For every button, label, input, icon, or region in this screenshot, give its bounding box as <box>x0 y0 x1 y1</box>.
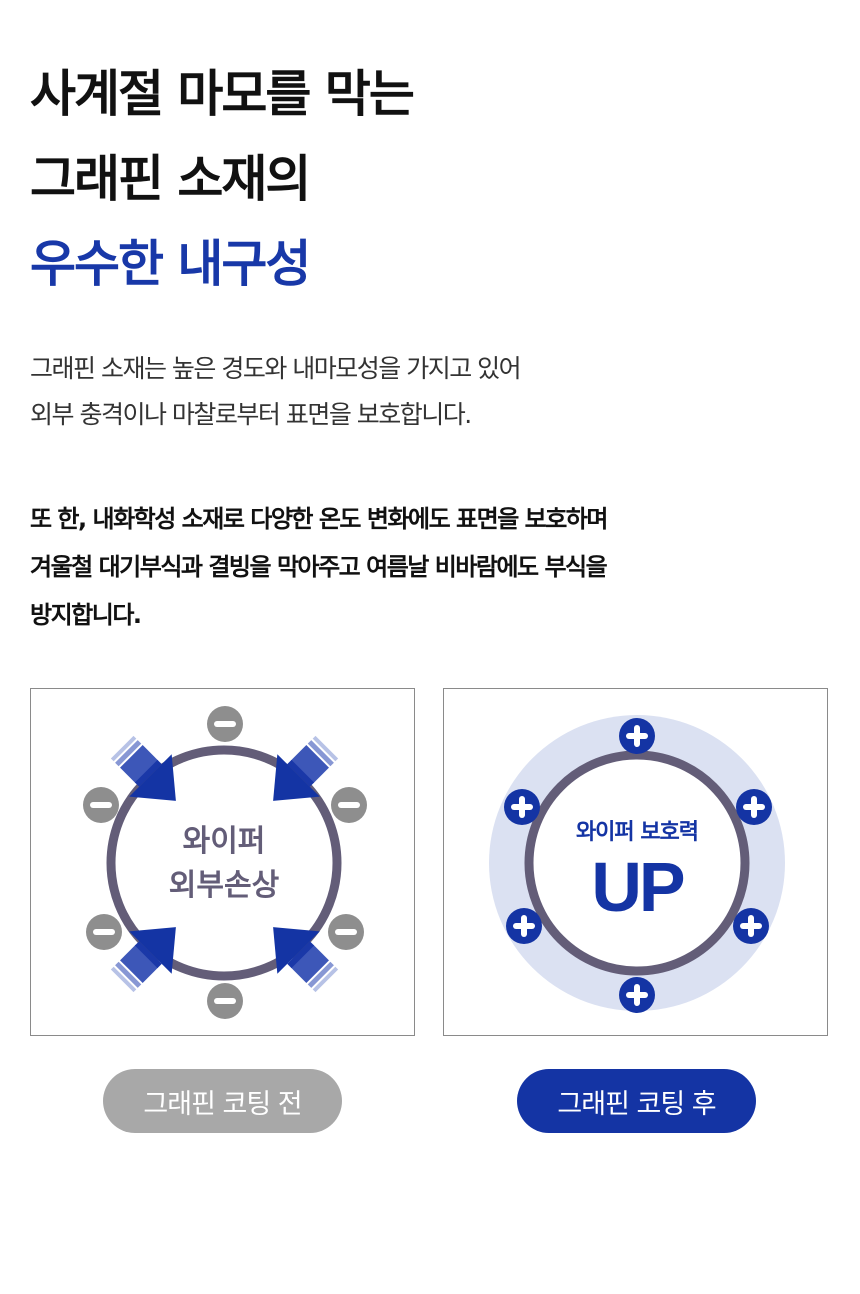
plus-circle-icon <box>619 977 655 1013</box>
description-line-2: 외부 충격이나 마찰로부터 표면을 보호합니다. <box>30 400 472 429</box>
highlight-line-1: 또 한, 내화학성 소재로 다양한 온도 변화에도 표면을 보호하며 <box>30 505 608 533</box>
before-coating-diagram: 와이퍼 외부손상 <box>30 688 415 1036</box>
title-line-1: 사계절 마모를 막는 <box>30 65 415 123</box>
plus-circle-icon <box>733 908 769 944</box>
description: 그래핀 소재는 높은 경도와 내마모성을 가지고 있어 외부 충격이나 마찰로부… <box>30 346 522 438</box>
minus-circle-icon <box>331 787 367 823</box>
highlight-text: 또 한, 내화학성 소재로 다양한 온도 변화에도 표면을 보호하며 겨울철 대… <box>30 495 608 639</box>
before-center-line-2: 외부손상 <box>169 868 280 903</box>
before-center-line-1: 와이퍼 <box>183 824 266 859</box>
plus-circle-icon <box>504 789 540 825</box>
title-line-3: 우수한 내구성 <box>30 235 311 293</box>
wiper-ring <box>524 750 750 976</box>
wiper-ring <box>106 745 342 981</box>
after-coating-label: 그래핀 코팅 후 <box>517 1069 756 1133</box>
after-center-line-1: 와이퍼 보호력 <box>576 820 698 845</box>
minus-circle-icon <box>83 787 119 823</box>
minus-circle-icon <box>328 914 364 950</box>
description-line-1: 그래핀 소재는 높은 경도와 내마모성을 가지고 있어 <box>30 354 522 383</box>
highlight-line-2: 겨울철 대기부식과 결빙을 막아주고 여름날 비바람에도 부식을 <box>30 553 608 581</box>
plus-circle-icon <box>736 789 772 825</box>
highlight-line-3: 방지합니다. <box>30 601 142 629</box>
minus-circle-icon <box>86 914 122 950</box>
after-coating-diagram: 와이퍼 보호력 UP <box>443 688 828 1036</box>
minus-circle-icon <box>207 983 243 1019</box>
title-line-2: 그래핀 소재의 <box>30 150 311 208</box>
minus-circle-icon <box>207 706 243 742</box>
before-coating-label: 그래핀 코팅 전 <box>103 1069 342 1133</box>
plus-circle-icon <box>619 718 655 754</box>
plus-circle-icon <box>506 908 542 944</box>
page-title: 사계절 마모를 막는 그래핀 소재의 우수한 내구성 <box>30 52 415 307</box>
after-center-line-2: UP <box>591 848 684 926</box>
